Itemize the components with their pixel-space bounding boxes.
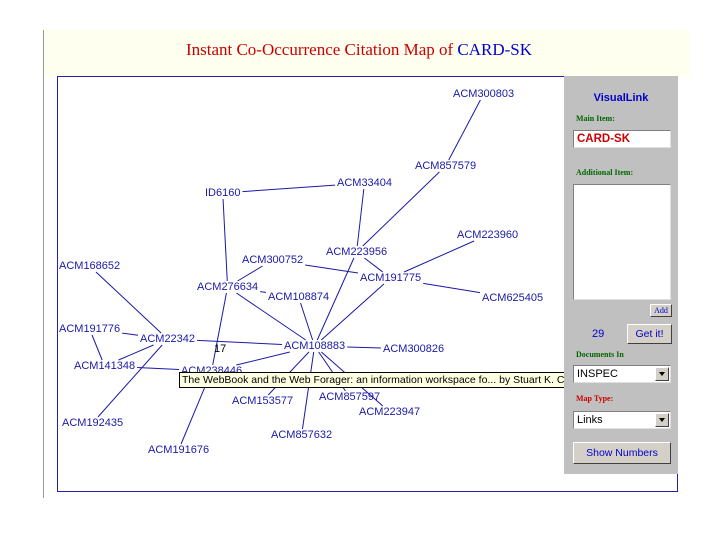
map-type-label: Map Type:: [576, 394, 614, 403]
map-node-acm300826[interactable]: ACM300826: [383, 343, 444, 355]
title-key: CARD-SK: [457, 40, 533, 59]
title-band: [44, 30, 690, 76]
additional-item-field[interactable]: [573, 184, 671, 300]
map-node-acm191676[interactable]: ACM191676: [148, 444, 209, 456]
tooltip: The WebBook and the Web Forager: an info…: [179, 372, 606, 388]
map-edge: [137, 367, 180, 370]
map-edge: [305, 264, 359, 274]
visuallink-panel: VisualLink Main Item: CARD-SK Additional…: [564, 76, 678, 474]
documents-in-select[interactable]: INSPEC: [573, 365, 671, 383]
map-node-acm191775[interactable]: ACM191775: [360, 272, 421, 284]
map-edge: [118, 344, 154, 361]
map-edge: [237, 265, 263, 282]
map-edge: [95, 271, 162, 334]
map-edge: [347, 346, 382, 349]
map-node-acm223956[interactable]: ACM223956: [326, 246, 387, 258]
map-node-acm153577[interactable]: ACM153577: [232, 395, 293, 407]
map-edge: [242, 184, 336, 193]
map-node-acm168652[interactable]: ACM168652: [59, 260, 120, 272]
map-node-acm108874[interactable]: ACM108874: [268, 291, 329, 303]
nodes-layer: ACM300803ACM857579ACM33404ID6160ACM22396…: [59, 88, 543, 456]
map-node-acm141348[interactable]: ACM141348: [74, 360, 135, 372]
map-node-acm857632[interactable]: ACM857632: [271, 429, 332, 441]
map-edge: [301, 351, 315, 430]
map-edge: [362, 171, 440, 247]
map-edge: [97, 344, 163, 418]
map-node-acm192435[interactable]: ACM192435: [62, 417, 123, 429]
map-edge: [448, 99, 481, 161]
documents-in-label: Documents In: [576, 350, 624, 359]
map-node-id6160[interactable]: ID6160: [205, 187, 240, 199]
map-edge: [197, 339, 283, 345]
map-edge: [403, 240, 475, 273]
map-edge: [364, 257, 384, 273]
additional-item-label: Additional Item:: [576, 168, 634, 177]
map-type-select[interactable]: Links: [573, 411, 671, 429]
show-numbers-button[interactable]: Show Numbers: [573, 442, 671, 464]
map-edge: [236, 351, 290, 366]
chevron-down-icon[interactable]: [655, 367, 669, 381]
title-prefix: Instant Co-Occurrence Citation Map of: [185, 40, 454, 59]
map-edge: [122, 332, 139, 336]
map-node-acm625405[interactable]: ACM625405: [482, 292, 543, 304]
map-node-acm191776[interactable]: ACM191776: [59, 323, 120, 335]
panel-title: VisualLink: [593, 92, 649, 104]
map-edge: [236, 292, 307, 341]
map-node-acm108883[interactable]: ACM108883: [284, 340, 345, 352]
link-count-label: 17: [214, 343, 226, 355]
map-node-acm300803[interactable]: ACM300803: [453, 88, 514, 100]
map-edge: [180, 376, 210, 445]
map-edge: [423, 282, 481, 294]
map-node-acm276634[interactable]: ACM276634: [197, 281, 258, 293]
get-it-button[interactable]: Get it!: [627, 324, 672, 344]
citation-map-graph[interactable]: ACM300803ACM857579ACM33404ID6160ACM22396…: [58, 77, 678, 492]
main-item-label: Main Item:: [576, 114, 615, 123]
map-type-value: Links: [577, 414, 603, 426]
map-edge: [356, 188, 365, 247]
map-edge: [222, 198, 228, 282]
map-node-acm223960[interactable]: ACM223960: [457, 229, 518, 241]
map-edge: [300, 302, 314, 341]
map-node-acm33404[interactable]: ACM33404: [337, 177, 392, 189]
edges-layer: [91, 99, 481, 445]
map-node-acm300752[interactable]: ACM300752: [242, 254, 303, 266]
map-node-acm857597[interactable]: ACM857597: [319, 391, 380, 403]
add-button[interactable]: Add: [650, 304, 672, 317]
chevron-down-icon[interactable]: [655, 413, 669, 427]
main-item-field[interactable]: CARD-SK: [573, 130, 671, 148]
map-edge: [320, 283, 385, 341]
documents-in-value: INSPEC: [577, 368, 618, 380]
map-edge: [91, 334, 103, 361]
map-edge: [260, 291, 267, 293]
map-node-acm857579[interactable]: ACM857579: [415, 160, 476, 172]
map-node-acm223947[interactable]: ACM223947: [359, 406, 420, 418]
map-edge: [212, 292, 227, 366]
map-node-acm22342[interactable]: ACM22342: [140, 333, 195, 345]
page-title: Instant Co-Occurrence Citation Map of CA…: [44, 40, 674, 60]
left-divider: [43, 30, 44, 498]
document-count: 29: [592, 328, 605, 340]
